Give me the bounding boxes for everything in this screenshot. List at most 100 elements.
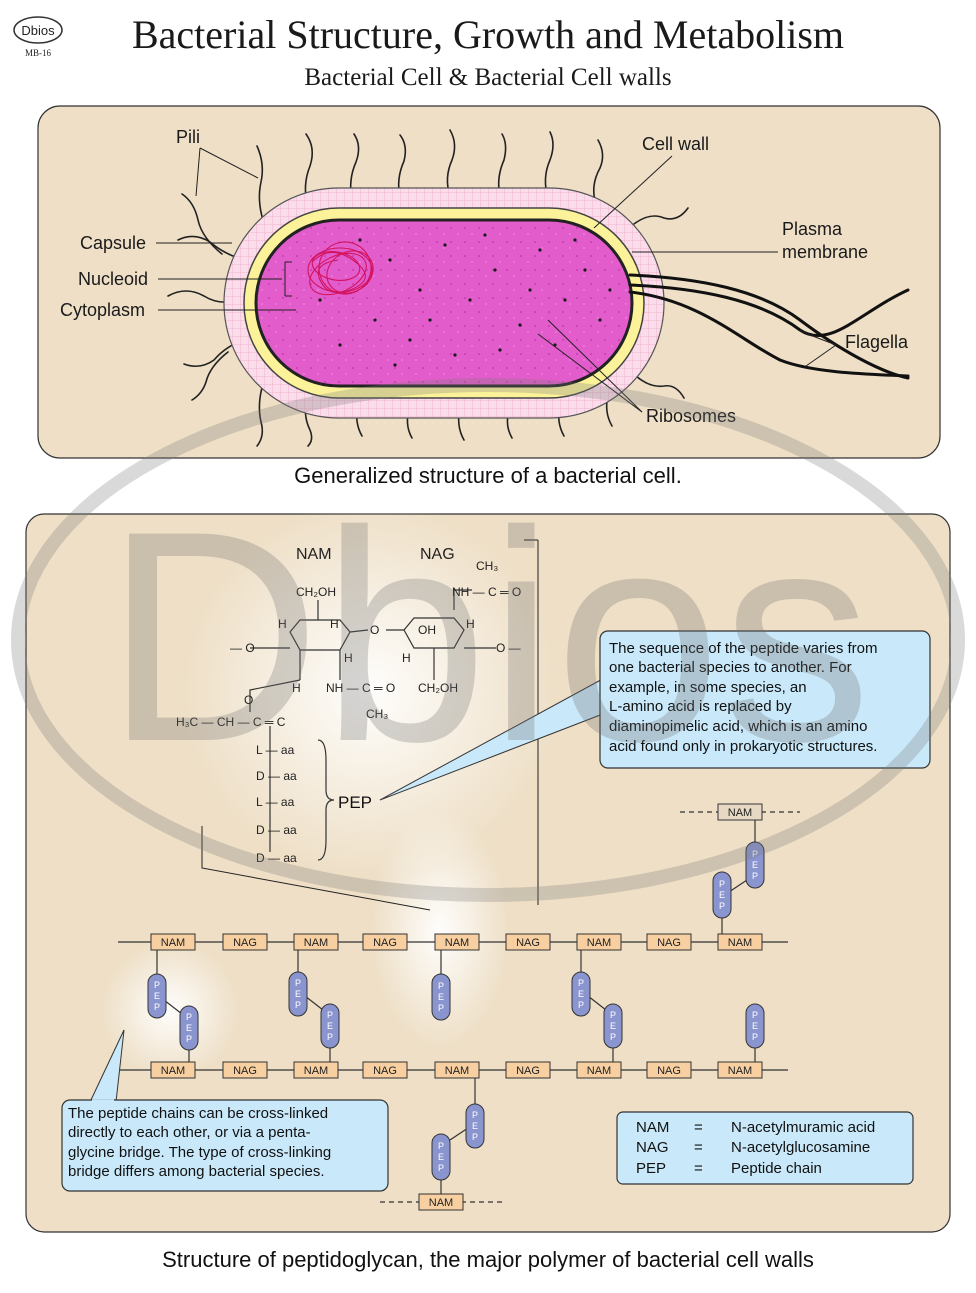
label-flagella: Flagella	[845, 332, 909, 352]
label-plasma-2: membrane	[782, 242, 868, 262]
note-top-line-2: one bacterial species to another. For	[609, 659, 852, 676]
label-leaders	[156, 147, 837, 413]
svg-text:E: E	[154, 991, 160, 1001]
svg-text:P: P	[610, 1032, 616, 1042]
svg-text:NAG: NAG	[373, 937, 397, 949]
svg-text:NAM: NAM	[304, 937, 328, 949]
svg-text:E: E	[327, 1021, 333, 1031]
top-box-2: NAG	[222, 933, 268, 951]
header-nag: NAG	[420, 546, 455, 563]
top-box-7: NAM	[576, 933, 622, 951]
pep-pill: PEP	[320, 1003, 340, 1049]
pep-pill: PEP	[465, 1103, 485, 1149]
pep-pill: PEP	[147, 973, 167, 1019]
peptide-chain: L — aa D — aa L — aa D — aa D — aa	[256, 743, 297, 865]
svg-text:P: P	[719, 879, 725, 889]
top-box-9: NAM	[717, 933, 763, 951]
svg-text:P: P	[327, 1032, 333, 1042]
pep-label: PEP	[338, 793, 372, 812]
pep-pill: PEP	[745, 841, 765, 889]
page-subtitle: Bacterial Cell & Bacterial Cell walls	[304, 64, 671, 91]
aa-1: L — aa	[256, 743, 295, 757]
top-box-3: NAM	[293, 933, 339, 951]
logo-text: Dbios	[21, 23, 55, 38]
callout-bottom: The peptide chains can be cross-linked d…	[61, 1029, 389, 1192]
svg-text:NAM: NAM	[304, 1065, 328, 1077]
aa-3: L — aa	[256, 795, 295, 809]
svg-text:NAG: NAG	[373, 1065, 397, 1077]
svg-text:NAM: NAM	[429, 1197, 453, 1209]
label-cytoplasm: Cytoplasm	[60, 300, 145, 320]
svg-text:NAG: NAG	[233, 1065, 257, 1077]
svg-text:P: P	[154, 1002, 160, 1012]
note-top-line-4: L-amino acid is replaced by	[609, 698, 792, 715]
svg-text:P: P	[752, 849, 758, 859]
aa-2: D — aa	[256, 769, 297, 783]
legend-eq-2: =	[694, 1139, 703, 1156]
cell-panel: Pili Capsule Nucleoid Cytoplasm Cell wal…	[37, 105, 941, 459]
note-top-line-1: The sequence of the peptide varies from	[609, 640, 878, 657]
svg-text:H₃C — CH — C ═ C: H₃C — CH — C ═ C	[176, 715, 286, 729]
pep-pills: PEP PEP PEP PEP PEP PEP PEP PEP PEP PEP …	[147, 841, 765, 1181]
bottom-box-7: NAM	[576, 1061, 622, 1079]
legend-eq-1: =	[694, 1119, 703, 1136]
note-bottom-line-1: The peptide chains can be cross-linked	[68, 1105, 328, 1122]
bottom-box-1: NAM	[150, 1061, 196, 1079]
pep-pill: PEP	[745, 1003, 765, 1049]
svg-text:OH: OH	[418, 623, 436, 637]
label-cell-wall: Cell wall	[642, 134, 709, 154]
chemical-structure: NAM NAG CH₂	[176, 546, 521, 865]
bottom-box-4: NAG	[362, 1061, 408, 1079]
pep-pill: PEP	[288, 971, 308, 1017]
bottom-strand: NAM NAG NAM NAG NAM NAG NAM NAG NAM	[150, 1061, 763, 1079]
svg-text:O: O	[370, 623, 379, 637]
label-plasma-1: Plasma	[782, 219, 843, 239]
svg-text:H: H	[466, 617, 475, 631]
bottom-box-8: NAG	[646, 1061, 692, 1079]
pep-pill: PEP	[712, 871, 732, 919]
logo-badge	[13, 16, 63, 44]
svg-text:P: P	[472, 1110, 478, 1120]
legend-full-3: Peptide chain	[731, 1160, 822, 1177]
svg-text:E: E	[578, 989, 584, 999]
note-bottom-line-2: directly to each other, or via a penta-	[68, 1124, 311, 1141]
bottom-box-5: NAM	[434, 1061, 480, 1079]
label-ribosomes: Ribosomes	[646, 406, 736, 426]
flagella	[628, 273, 910, 380]
pep-pill: PEP	[431, 973, 451, 1021]
pep-pill: PEP	[571, 971, 591, 1017]
svg-text:NAM: NAM	[587, 1065, 611, 1077]
legend-eq-3: =	[694, 1160, 703, 1177]
svg-text:NAM: NAM	[445, 1065, 469, 1077]
svg-text:NAG: NAG	[233, 937, 257, 949]
svg-text:E: E	[472, 1121, 478, 1131]
ribosomes-dots	[318, 233, 612, 367]
svg-text:P: P	[438, 1141, 444, 1151]
svg-text:E: E	[719, 890, 725, 900]
svg-text:O —: O —	[496, 641, 521, 655]
svg-text:E: E	[295, 989, 301, 999]
peptidoglycan-panel: NAM NAG CH₂	[25, 500, 951, 1233]
legend: NAM = N-acetylmuramic acid NAG = N-acety…	[616, 1111, 914, 1185]
svg-text:P: P	[578, 978, 584, 988]
svg-text:NAM: NAM	[587, 937, 611, 949]
label-capsule: Capsule	[80, 233, 146, 253]
top-box-4: NAG	[362, 933, 408, 951]
svg-text:H: H	[344, 651, 353, 665]
svg-text:E: E	[752, 1021, 758, 1031]
legend-abbr-2: NAG	[636, 1139, 669, 1156]
svg-text:P: P	[438, 1003, 444, 1013]
top-box-1: NAM	[150, 933, 196, 951]
glow-mid	[370, 810, 510, 1050]
note-bottom-line-4: bridge differs among bacterial species.	[68, 1163, 325, 1180]
svg-text:NAG: NAG	[657, 937, 681, 949]
svg-text:P: P	[438, 1163, 444, 1173]
svg-text:CH₃: CH₃	[476, 559, 498, 573]
svg-text:CH₂OH: CH₂OH	[418, 681, 458, 695]
pep-pill: PEP	[603, 1003, 623, 1049]
svg-text:CH₃: CH₃	[366, 707, 388, 721]
svg-text:— O: — O	[230, 641, 255, 655]
svg-text:P: P	[438, 981, 444, 991]
svg-text:P: P	[752, 871, 758, 881]
